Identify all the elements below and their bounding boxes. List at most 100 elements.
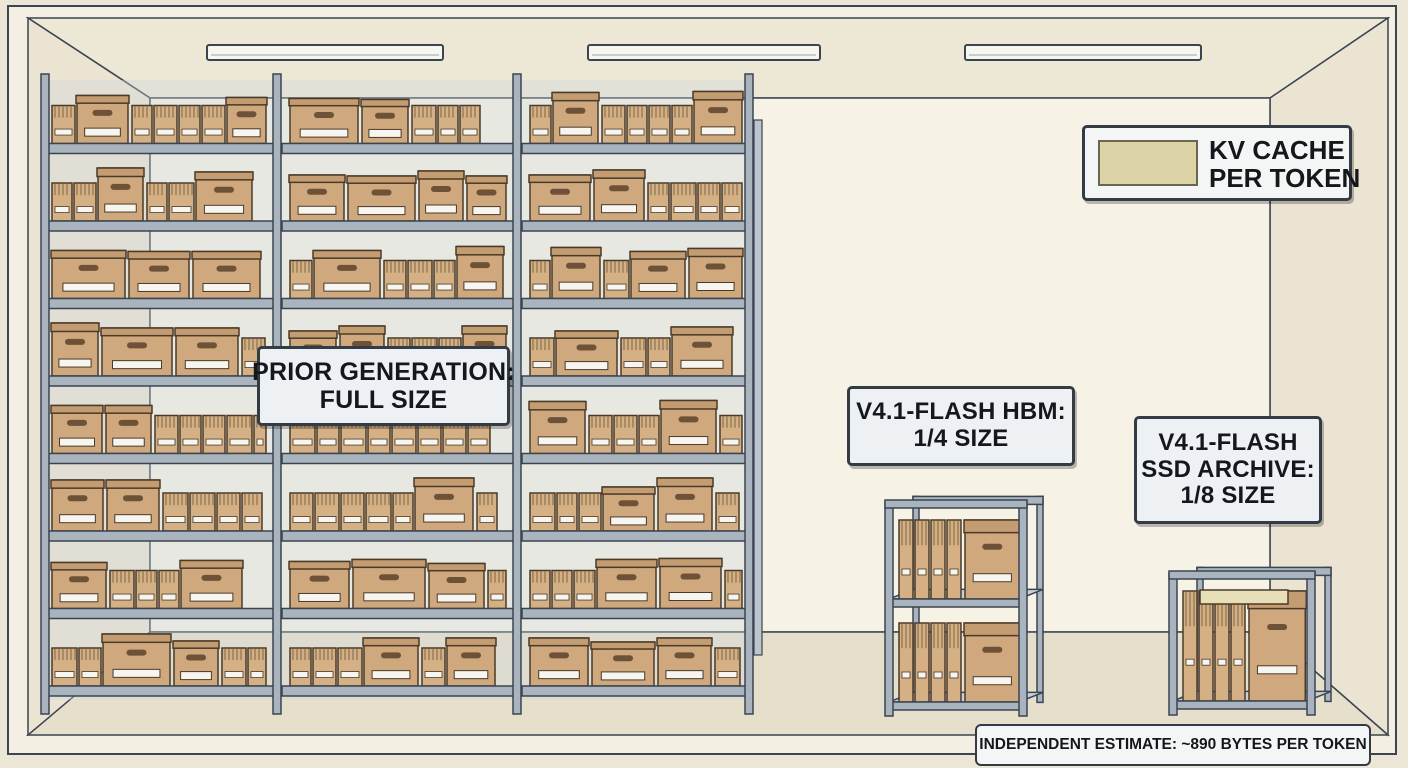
box-lid [50,479,105,489]
folder-block [529,337,555,377]
folder-label [292,671,309,678]
box-lid [455,245,505,256]
box-lid [413,477,475,488]
box-label [58,358,92,368]
folder-label [219,516,238,523]
box-handle [474,341,495,347]
storage-box [288,560,351,610]
legend: KV CACHE PER TOKEN [1082,125,1360,201]
folder-group [314,492,340,532]
storage-box [105,479,161,532]
storage-box [172,640,220,687]
storage-box [351,558,427,610]
storage-box [963,622,1022,703]
prior-generation-label-line2: FULL SIZE [319,386,448,414]
box-label [112,437,145,447]
folder-label [722,438,740,446]
folder-block [529,492,556,532]
box-lid [100,327,174,337]
box-handle [69,576,89,583]
folder-group [135,569,158,610]
folder-label [204,128,223,136]
folder-group [247,647,267,687]
box-lid [670,326,734,336]
flash-ssd-label-line2: SSD ARCHIVE: [1141,455,1315,483]
folder-label [157,438,176,446]
folder-group [289,647,312,687]
box-handle [566,262,586,269]
box-handle [982,646,1003,653]
folder-label [138,593,155,601]
box-handle [549,652,569,659]
folder-label [581,516,599,523]
folder-label [651,128,668,136]
box-handle [127,342,147,349]
folder-label [292,438,313,446]
box-lid [338,325,386,335]
storage-box [528,400,587,455]
folder-label [606,283,627,291]
storage-box [963,519,1022,600]
box-lid [101,633,172,644]
box-lid [225,96,268,106]
folder-group [573,569,596,610]
folder-label [917,568,927,576]
cart-front-rail [888,598,1024,608]
folder-label [54,671,75,678]
folder-label [319,438,337,446]
folder-label [1217,658,1227,666]
folder-group [914,622,930,703]
folder-label [1233,658,1243,666]
box-lid [528,174,592,184]
storage-box [75,94,130,145]
folder-label [343,438,364,446]
folder-group [1182,590,1198,702]
folder-label [149,206,165,213]
folder-label [532,361,552,368]
folder-group [613,414,638,455]
folder-group [647,182,670,222]
folder-group [407,259,433,300]
box-handle [67,419,87,426]
folder-label [532,128,549,136]
box-label [537,436,578,446]
cart-front-post [884,501,894,717]
folder-label [292,283,310,291]
folder-block [226,414,253,455]
folder-group [51,647,78,687]
storage-box [50,479,105,532]
folder-label [532,283,548,291]
folder-group [189,492,216,532]
folder-label [156,128,175,136]
storage-box [629,250,687,300]
storage-box [601,486,656,532]
shelf-board [281,452,517,465]
storage-box [528,174,592,222]
folder-group [312,647,337,687]
box-lid [312,249,382,259]
folder-label [315,671,334,678]
storage-box [362,637,420,687]
storage-box [312,249,382,300]
box-handle [618,500,639,507]
folder-label [368,516,389,523]
box-lid [50,322,100,333]
shelf-board [43,297,277,310]
folder-label [479,516,495,523]
box-label [299,128,349,138]
shelf-post [40,73,50,715]
box-label [189,592,234,602]
cart-front-rail [1172,700,1312,710]
box-lid [656,637,713,647]
box-lid [105,479,161,489]
ssd-archive-cart-shelf [1168,566,1332,716]
box-lid [427,562,486,572]
box-label [558,281,594,291]
box-lid [288,97,360,107]
box-lid [351,558,427,569]
shelf-board [43,530,277,542]
folder-group [433,259,456,300]
shelf-board [281,220,517,232]
shelf-board [521,530,753,542]
